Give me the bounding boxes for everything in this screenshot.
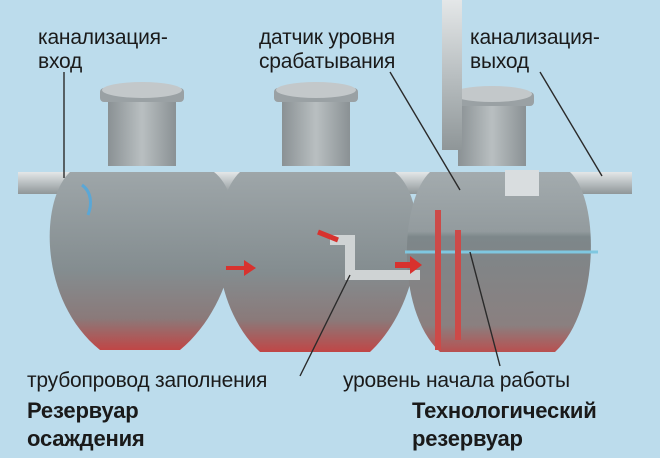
technological-tank-label: Технологический резервуар bbox=[412, 398, 597, 451]
settling-tank-label: Резервуар осаждения bbox=[27, 398, 145, 451]
outlet-fitting bbox=[505, 170, 539, 196]
settling-tank-2 bbox=[217, 82, 418, 352]
start-level-label: уровень начала работы bbox=[343, 369, 570, 392]
flow-arrow-2 bbox=[395, 256, 422, 274]
fill-pipe bbox=[317, 210, 461, 350]
sensor-label: датчик уровня срабатывания bbox=[259, 26, 396, 73]
technological-tank bbox=[405, 86, 598, 352]
vertical-vent-pipe bbox=[442, 0, 462, 150]
fill-pipe-label: трубопровод заполнения bbox=[27, 369, 268, 392]
flow-arrow-1 bbox=[226, 260, 256, 276]
inlet-label: канализация- вход bbox=[38, 26, 168, 73]
outlet-label: канализация- выход bbox=[470, 26, 600, 73]
inlet-flow-icon bbox=[81, 183, 92, 216]
settling-tank-1 bbox=[49, 82, 235, 350]
leader-lines bbox=[63, 71, 603, 377]
